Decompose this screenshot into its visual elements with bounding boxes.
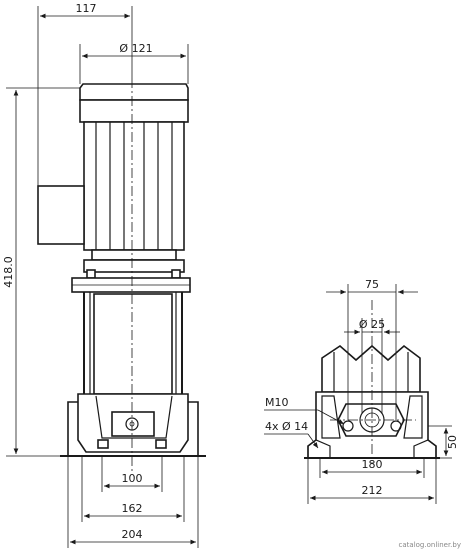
base-side-view xyxy=(304,300,440,464)
dim-flange-spacing: 75 xyxy=(365,278,379,291)
dim-height: 418.0 xyxy=(2,256,15,288)
dim-base-inner: 100 xyxy=(122,472,143,485)
label-holes: 4x Ø 14 xyxy=(265,420,308,433)
dim-117: 117 xyxy=(76,2,97,15)
dim-foot-height: 50 xyxy=(446,435,459,449)
dim-motor-diameter: Ø 121 xyxy=(119,42,152,55)
pump-front-view xyxy=(37,83,206,457)
front-view-dimensions: 117 Ø 121 418.0 100 162 204 xyxy=(2,2,199,548)
dim-foot-inner: 180 xyxy=(362,458,383,471)
dim-base-outer: 204 xyxy=(122,528,143,541)
dim-foot-outer: 212 xyxy=(362,484,383,497)
watermark: catalog.onliner.by xyxy=(399,541,461,549)
dim-base-mid: 162 xyxy=(122,502,143,515)
label-thread: M10 xyxy=(265,396,289,409)
side-view-dimensions: 75 Ø 25 M10 4x Ø 14 50 180 212 xyxy=(264,278,459,504)
dim-port-diameter: Ø 25 xyxy=(359,318,385,331)
